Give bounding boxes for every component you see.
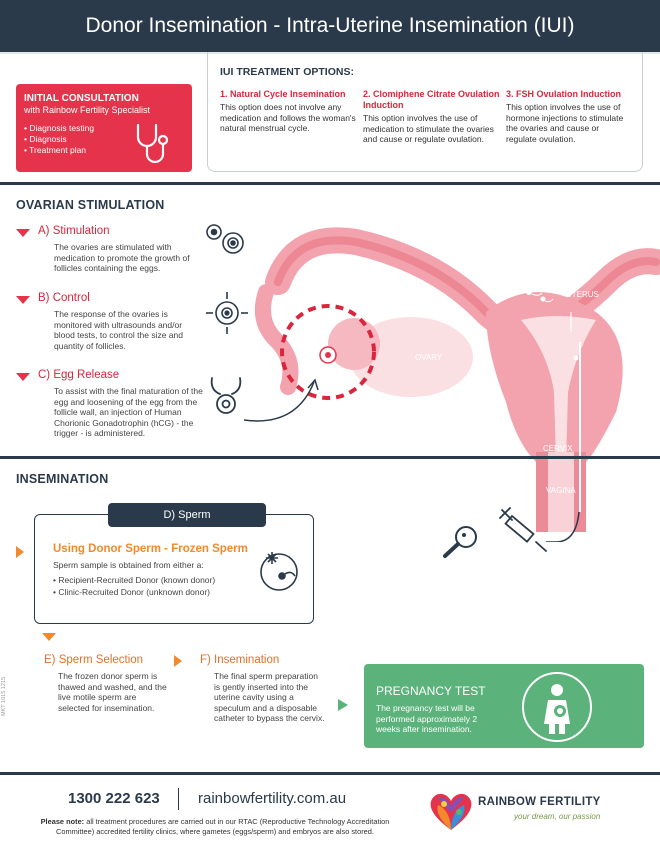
follicles-icon [206, 224, 244, 254]
ultrasound-target-icon [206, 292, 248, 334]
step-marker [16, 229, 30, 237]
label-uterus: UTERUS [566, 290, 599, 299]
magnifier-icon [443, 526, 477, 558]
footer-separator [178, 788, 179, 810]
step-body-stimulation: The ovaries are stimulated with medicati… [54, 242, 190, 273]
footer-note: Please note: all treatment procedures ar… [40, 817, 390, 837]
iui-options-panel: IUI TREATMENT OPTIONS: [207, 52, 643, 172]
insemination-body: The final sperm preparation is gently in… [214, 671, 325, 723]
egg-release-icon [210, 377, 242, 414]
iui-option-body: This option does not involve any medicat… [220, 102, 356, 133]
step-body-egg-release: To assist with the final maturation of t… [54, 386, 203, 438]
pregnancy-test-card: PREGNANCY TEST The pregnancy test will b… [364, 664, 644, 748]
list-item: • Clinic-Recruited Donor (unknown donor) [53, 587, 210, 597]
iui-option-heading: 3. FSH Ovulation Induction [506, 89, 622, 99]
footer-divider [0, 772, 660, 775]
iui-option-natural: 1. Natural Cycle Insemination This optio… [220, 89, 358, 134]
footer-phone[interactable]: 1300 222 623 [68, 790, 160, 807]
donor-sperm-intro: Sperm sample is obtained from either a: [53, 560, 204, 570]
pregnancy-test-heading: PREGNANCY TEST [376, 684, 486, 698]
label-ovary: OVARY [415, 353, 443, 362]
step-heading-egg-release: C) Egg Release [38, 369, 120, 381]
label-vagina: VAGINA [546, 486, 576, 495]
document-code: MKT 1015 1215 [1, 676, 7, 716]
insemination-heading: F) Insemination [200, 654, 280, 666]
consultation-list: • Diagnosis testing • Diagnosis • Treatm… [24, 123, 184, 156]
pregnant-woman-icon [522, 672, 592, 742]
iui-option-body: This option involves the use of medicati… [363, 113, 494, 144]
brand-tagline: your dream, our passion [514, 812, 601, 821]
step-marker [174, 655, 182, 667]
footer-note-label: Please note: [40, 817, 85, 826]
consultation-subtitle: with Rainbow Fertility Specialist [24, 105, 151, 115]
sperm-selection-heading: E) Sperm Selection [44, 654, 144, 666]
list-item: • Diagnosis testing [24, 123, 95, 133]
ovarian-stimulation-title: OVARIAN STIMULATION [16, 198, 165, 212]
consultation-title: INITIAL CONSULTATION [24, 93, 139, 104]
page-title: Donor Insemination - Intra-Uterine Insem… [0, 0, 660, 54]
uterus-illustration [243, 227, 660, 542]
step-heading-stimulation: A) Stimulation [38, 225, 110, 237]
step-marker [16, 296, 30, 304]
iui-option-body: This option involves the use of hormone … [506, 102, 624, 144]
footer-note-text: all treatment procedures are carried out… [56, 817, 390, 836]
section-divider [0, 182, 660, 185]
iui-option-fsh: 3. FSH Ovulation Induction This option i… [506, 89, 630, 144]
section-divider [0, 456, 660, 459]
pregnancy-test-body: The pregnancy test will be performed app… [376, 703, 478, 734]
brand-name: RAINBOW FERTILITY [478, 796, 601, 808]
insemination-title: INSEMINATION [16, 472, 109, 486]
iui-option-heading: 1. Natural Cycle Insemination [220, 89, 346, 99]
initial-consultation-card: INITIAL CONSULTATION with Rainbow Fertil… [16, 84, 192, 172]
sperm-selection-body: The frozen donor sperm is thawed and was… [58, 671, 167, 713]
syringe-icon [499, 507, 547, 552]
step-marker [42, 633, 56, 641]
list-item: • Treatment plan [24, 145, 87, 155]
sperm-step-tab: D) Sperm [108, 503, 266, 527]
step-marker [16, 373, 30, 381]
iui-option-clomiphene: 2. Clomiphene Citrate Ovulation Inductio… [363, 89, 501, 145]
frozen-sperm-icon [260, 552, 298, 591]
list-item: • Recipient-Recruited Donor (known donor… [53, 574, 216, 585]
stethoscope-icon [136, 123, 169, 164]
list-item: • Diagnosis [24, 134, 67, 144]
arrow-right-icon [338, 699, 348, 711]
footer-website-link[interactable]: rainbowfertility.com.au [198, 790, 347, 807]
label-cervix: CERVIX [543, 444, 573, 453]
step-body-control: The response of the ovaries is monitored… [54, 309, 183, 351]
iui-options-title: IUI TREATMENT OPTIONS: [220, 66, 354, 78]
donor-sperm-heading: Using Donor Sperm - Frozen Sperm [53, 543, 248, 555]
step-marker [16, 546, 24, 558]
rainbow-heart-logo [430, 793, 472, 830]
iui-option-heading: 2. Clomiphene Citrate Ovulation Inductio… [363, 89, 500, 110]
step-heading-control: B) Control [38, 292, 90, 304]
